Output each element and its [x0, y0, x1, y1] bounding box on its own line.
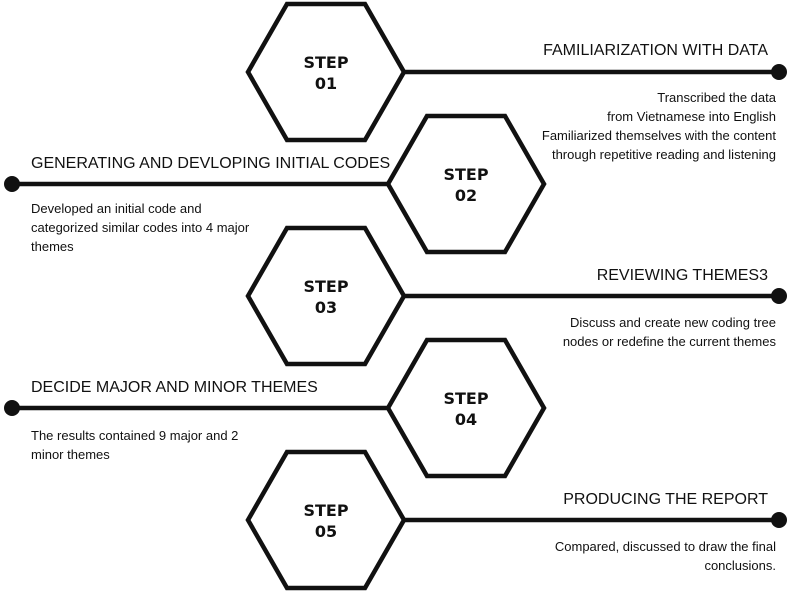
- step-description-line: from Vietnamese into English: [607, 109, 776, 124]
- step-description-line: nodes or redefine the current themes: [563, 334, 777, 349]
- step-05: STEP 05 PRODUCING THE REPORT Compared, disc…: [245, 449, 787, 591]
- step-title: GENERATING AND DEVLOPING INITIAL CODES: [31, 155, 390, 172]
- step-label: STEP: [303, 501, 348, 520]
- step-title: REVIEWING THEMES3: [597, 267, 768, 284]
- step-description-line: through repetitive reading and listening: [552, 147, 776, 162]
- step-description-line: Compared, discussed to draw the final: [555, 539, 776, 554]
- connector-dot: [771, 288, 787, 304]
- step-description-line: categorized similar codes into 4 major: [31, 220, 250, 235]
- step-label: STEP: [303, 277, 348, 296]
- step-number: 03: [315, 298, 337, 317]
- step-number: 04: [455, 410, 477, 429]
- step-description-line: Familiarized themselves with the content: [542, 128, 776, 143]
- step-hexagon: [245, 449, 407, 591]
- step-number: 01: [315, 74, 337, 93]
- step-hexagon: [385, 337, 547, 479]
- step-number: 05: [315, 522, 337, 541]
- step-description-line: themes: [31, 239, 74, 254]
- step-description-line: Discuss and create new coding tree: [570, 315, 776, 330]
- step-number: 02: [455, 186, 477, 205]
- step-description-line: conclusions.: [704, 558, 776, 573]
- connector-dot: [771, 64, 787, 80]
- connector-dot: [4, 400, 20, 416]
- steps-layer: STEP 01 FAMILIARIZATION WITH DATA Transcrib…: [4, 1, 787, 591]
- step-label: STEP: [303, 53, 348, 72]
- step-hexagon: [245, 1, 407, 143]
- step-description-line: Developed an initial code and: [31, 201, 202, 216]
- step-description-line: The results contained 9 major and 2: [31, 428, 238, 443]
- connector-dot: [4, 176, 20, 192]
- step-label: STEP: [443, 165, 488, 184]
- step-description-line: minor themes: [31, 447, 110, 462]
- step-04: STEP 04 DECIDE MAJOR AND MINOR THEMES The r…: [4, 337, 547, 479]
- step-description-line: Transcribed the data: [657, 90, 777, 105]
- step-hexagon: [385, 113, 547, 255]
- step-hexagon: [245, 225, 407, 367]
- connector-dot: [771, 512, 787, 528]
- step-01: STEP 01 FAMILIARIZATION WITH DATA Transcrib…: [245, 1, 787, 162]
- step-02: STEP 02 GENERATING AND DEVLOPING INITIAL C…: [4, 113, 547, 255]
- step-title: DECIDE MAJOR AND MINOR THEMES: [31, 379, 318, 396]
- step-title: PRODUCING THE REPORT: [563, 491, 768, 508]
- step-title: FAMILIARIZATION WITH DATA: [543, 42, 768, 59]
- step-label: STEP: [443, 389, 488, 408]
